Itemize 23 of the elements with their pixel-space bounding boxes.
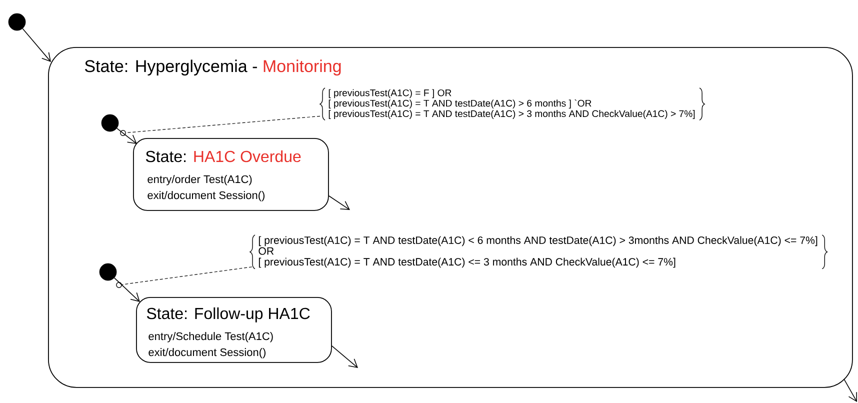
leader-line: [122, 266, 252, 285]
transition-arrow: [114, 278, 140, 302]
transition-arrow: [328, 196, 350, 210]
state-box: [136, 297, 332, 363]
transition-arrow: [22, 28, 52, 62]
state-box: [133, 138, 329, 211]
initial-state-dot: [99, 263, 117, 281]
state-title: State: Follow-up HA1C: [146, 307, 310, 322]
state-title: State: Hyperglycemia - Monitoring: [84, 60, 341, 76]
guard-condition: [ previousTest(A1C) = T AND testDate(A1C) < 6 months AND testDate(A1C) > 3months AND CheckValue(A1C) <= 7%] OR [ previousTest(A1C) = T AND testDate(A1C) <= 3 months AND CheckValue(A1C) <= 7%]: [258, 236, 818, 268]
state-action: exit/document Session(): [148, 191, 264, 202]
state-action: exit/document Session(): [148, 348, 266, 358]
state-title: State: HA1C Overdue: [146, 150, 301, 162]
transition-arrow: [332, 346, 358, 368]
state-action: entry/Schedule Test(A1C): [148, 332, 273, 342]
composite-state-box: [48, 47, 853, 388]
transition-arrow: [116, 128, 138, 144]
state-action: entry/order Test(A1C): [148, 175, 252, 186]
leader-line: [126, 116, 320, 134]
initial-state-dot: [101, 114, 119, 132]
transition-arrow: [844, 378, 857, 402]
guard-condition: [ previousTest(A1C) = F ] OR [ previousTest(A1C) = T AND testDate(A1C) > 6 months ] `OR [ previousTest(A1C) = T AND testDate(A1C) > 3 months AND CheckValue(A1C) > 7%]: [328, 89, 695, 119]
initial-state-dot: [8, 13, 26, 31]
